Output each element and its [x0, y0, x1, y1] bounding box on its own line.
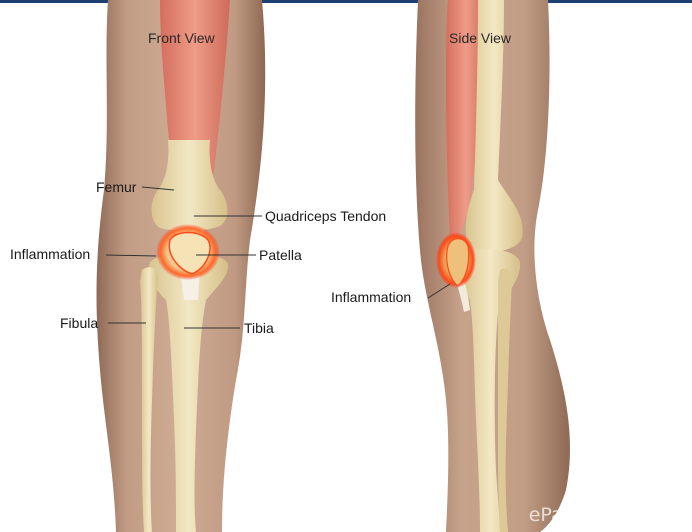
- label-quadriceps-tendon: Quadriceps Tendon: [265, 208, 386, 224]
- label-patella: Patella: [259, 247, 302, 263]
- watermark: ePainAssist.com: [529, 504, 682, 526]
- label-femur: Femur: [96, 179, 136, 195]
- label-inflammation-side: Inflammation: [331, 289, 411, 305]
- side-view-title: Side View: [449, 30, 511, 46]
- label-tibia: Tibia: [244, 320, 274, 336]
- label-fibula: Fibula: [60, 315, 98, 331]
- label-inflammation-front: Inflammation: [10, 246, 90, 262]
- front-view-title: Front View: [148, 30, 215, 46]
